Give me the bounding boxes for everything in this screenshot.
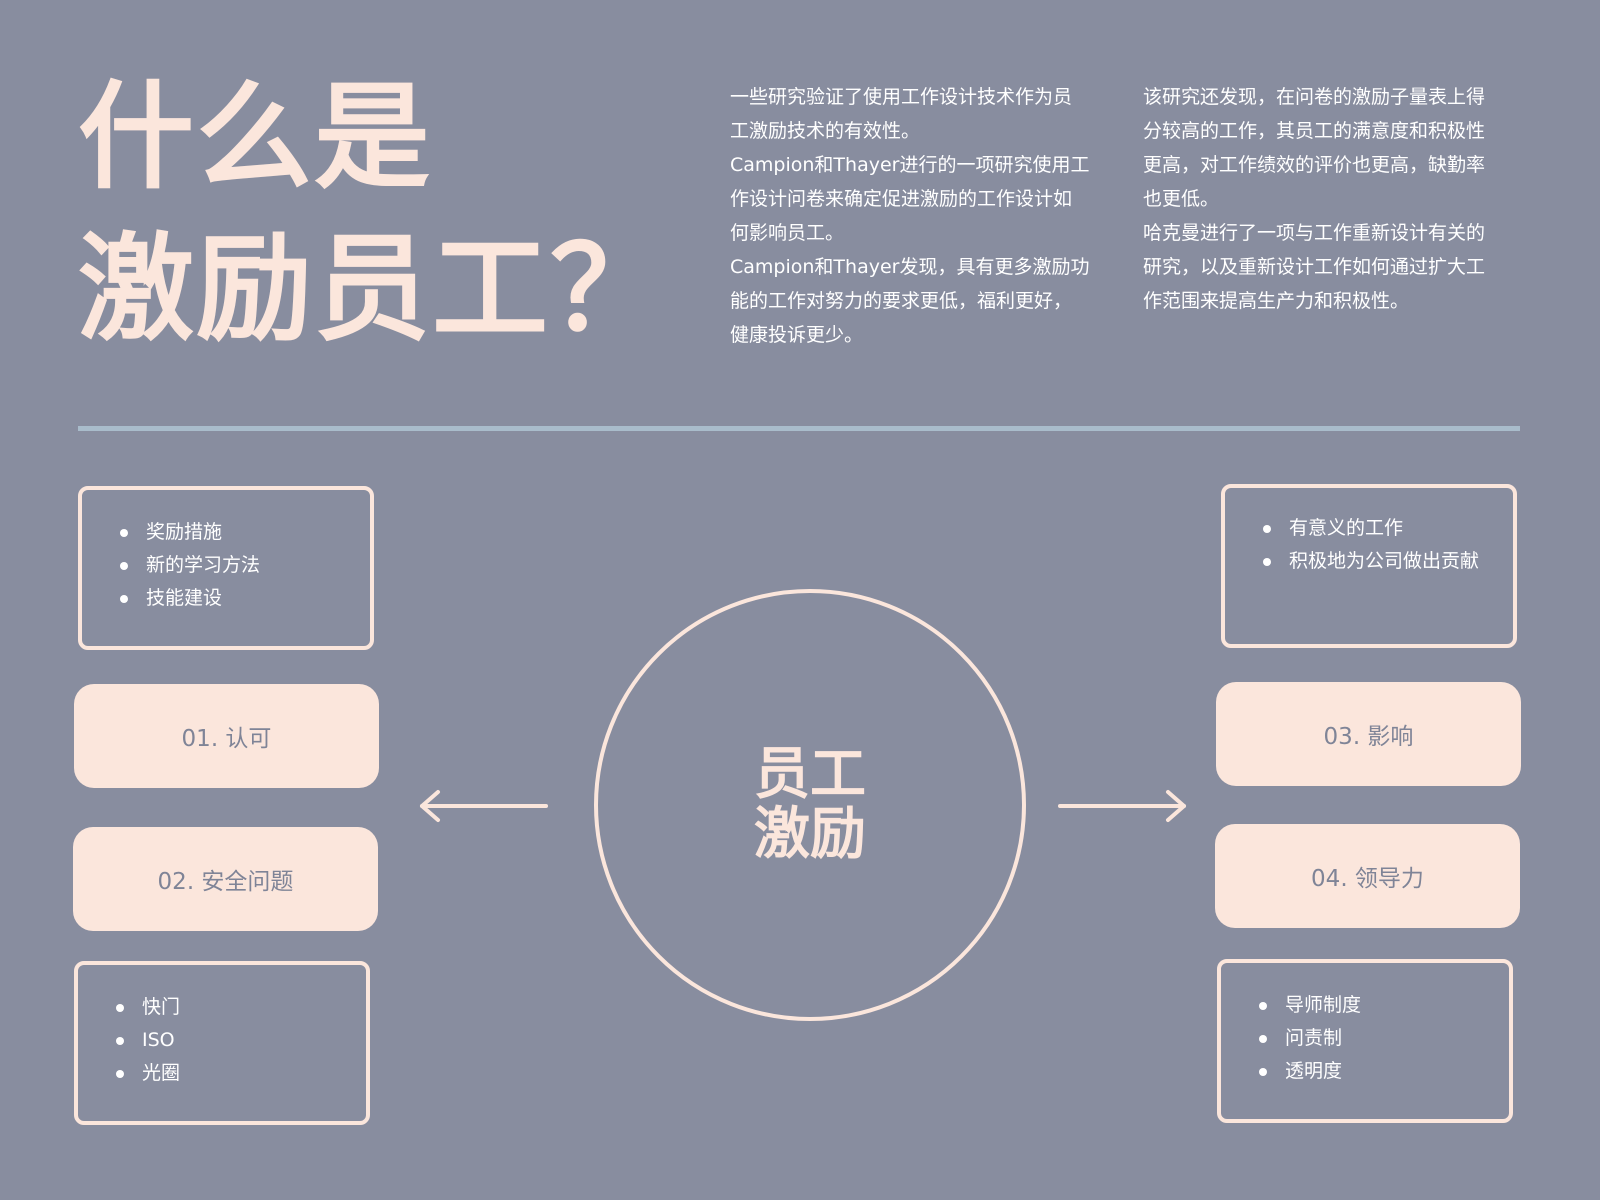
intro-column-2: 该研究还发现，在问卷的激励子量表上得分较高的工作，其员工的满意度和积极性更高，对… — [1143, 80, 1493, 318]
center-label-line-1: 员工 — [754, 742, 866, 807]
impact-detail-box: 有意义的工作 积极地为公司做出贡献 — [1221, 484, 1517, 648]
page-title-line-2: 激励员工？ — [78, 222, 668, 357]
list-item: 技能建设 — [120, 582, 350, 615]
recognition-detail-list: 奖励措施 新的学习方法 技能建设 — [120, 516, 350, 615]
section-divider — [78, 426, 1520, 431]
leadership-detail-list: 导师制度 问责制 透明度 — [1259, 989, 1489, 1088]
safety-detail-box: 快门 ISO 光圈 — [74, 961, 370, 1125]
arrow-right-icon — [1058, 790, 1186, 822]
list-item: 快门 — [116, 991, 346, 1024]
intro-paragraph: 哈克曼进行了一项与工作重新设计有关的研究，以及重新设计工作如何通过扩大工作范围来… — [1143, 222, 1486, 312]
list-item: ISO — [116, 1024, 346, 1057]
intro-paragraph: 一些研究验证了使用工作设计技术作为员工激励技术的有效性。 — [730, 86, 1073, 142]
intro-column-1: 一些研究验证了使用工作设计技术作为员工激励技术的有效性。 Campion和Tha… — [730, 80, 1090, 352]
pill-impact: 03. 影响 — [1216, 682, 1521, 786]
list-item: 新的学习方法 — [120, 549, 350, 582]
page-title: 什么是 激励员工？ — [78, 62, 698, 366]
list-item: 问责制 — [1259, 1022, 1489, 1055]
list-item: 奖励措施 — [120, 516, 350, 549]
intro-paragraph: Campion和Thayer发现，具有更多激励功能的工作对努力的要求更低，福利更… — [730, 256, 1090, 346]
impact-detail-list: 有意义的工作 积极地为公司做出贡献 — [1263, 512, 1493, 578]
pill-safety: 02. 安全问题 — [73, 827, 378, 931]
list-item: 透明度 — [1259, 1055, 1489, 1088]
recognition-detail-box: 奖励措施 新的学习方法 技能建设 — [78, 486, 374, 650]
list-item: 有意义的工作 — [1263, 512, 1493, 545]
center-label: 员工 激励 — [745, 745, 875, 865]
pill-leadership: 04. 领导力 — [1215, 824, 1520, 928]
list-item: 光圈 — [116, 1057, 346, 1090]
center-circle: 员工 激励 — [594, 589, 1026, 1021]
arrow-left-icon — [420, 790, 548, 822]
leadership-detail-box: 导师制度 问责制 透明度 — [1217, 959, 1513, 1123]
center-label-line-2: 激励 — [754, 802, 866, 867]
page-title-line-1: 什么是 — [78, 70, 432, 205]
list-item: 积极地为公司做出贡献 — [1263, 545, 1493, 578]
pill-recognition: 01. 认可 — [74, 684, 379, 788]
list-item: 导师制度 — [1259, 989, 1489, 1022]
intro-paragraph: 该研究还发现，在问卷的激励子量表上得分较高的工作，其员工的满意度和积极性更高，对… — [1143, 86, 1486, 210]
safety-detail-list: 快门 ISO 光圈 — [116, 991, 346, 1090]
intro-paragraph: Campion和Thayer进行的一项研究使用工作设计问卷来确定促进激励的工作设… — [730, 154, 1090, 244]
